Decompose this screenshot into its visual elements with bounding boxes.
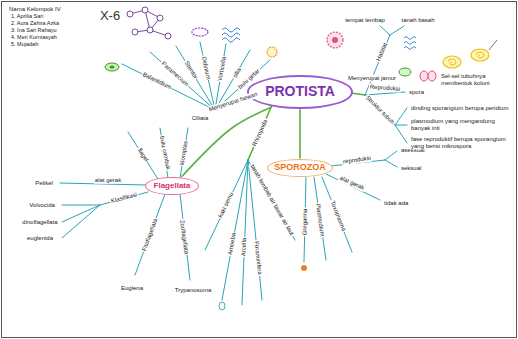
branch-label: X-6 xyxy=(99,9,121,23)
topic-text: PROTISTA xyxy=(265,84,335,99)
branch-connector xyxy=(182,107,272,176)
branch-label: Habitat xyxy=(375,41,389,63)
branch-label: fase reproduktif berupa sporangium yang … xyxy=(410,136,512,149)
main-branches xyxy=(215,92,365,160)
branch-label: Pelikel xyxy=(34,180,54,187)
branch-label: Amoeba xyxy=(227,231,238,256)
branch-label: kaki semu xyxy=(217,191,236,220)
branch-label: 5. Mujadah xyxy=(10,41,39,47)
branch-label: Menyerupai hewan xyxy=(207,91,259,114)
branch-label: Nama Kelompok IV xyxy=(8,6,62,13)
branch-connector xyxy=(299,110,301,158)
branch-label: Vorticella xyxy=(216,55,227,82)
branch-label: Ciliata xyxy=(191,115,210,122)
branch-label: alat gerak xyxy=(94,177,122,184)
branch-label: 2. Aura Zahira Azka xyxy=(10,20,60,26)
branch-label: spora xyxy=(408,89,425,96)
branch-label: tidak ada xyxy=(383,200,409,207)
branch-label: Paramecium xyxy=(160,60,191,89)
branch-label: flagel xyxy=(136,146,150,163)
branch-label: alat gerak xyxy=(338,174,367,192)
branch-label: Fitoflagellata xyxy=(141,217,160,253)
branch-label: Euglena xyxy=(120,285,144,292)
topic-bubble: Flagellata xyxy=(145,177,200,196)
branch-label: Volvocida xyxy=(28,202,56,209)
branch-label: tanah basah xyxy=(400,17,435,24)
branch-label: Plasmodium xyxy=(314,202,325,238)
branch-label: plasmodium yang mengandung banyak inti xyxy=(410,118,512,131)
branch-label: Toxoplasma xyxy=(329,199,348,233)
branch-label: Didinium xyxy=(200,55,212,81)
branch-label: euglenida xyxy=(26,235,54,242)
branch-label: Arcella xyxy=(240,237,247,258)
branch-label: dinding sporangium berupa peridium xyxy=(410,105,512,112)
branch-label: tempat lembap xyxy=(344,17,386,24)
branch-label: Klasifikasi xyxy=(109,191,138,205)
organism-sketches xyxy=(105,28,497,310)
branch-label: Gregarina xyxy=(301,208,308,237)
branch-label: Foraminifera xyxy=(253,240,263,276)
branch-label: 3. Ina Sari Rahayu xyxy=(10,27,58,33)
branch-label: Stentor xyxy=(183,59,200,81)
branch-label: Struktur tubuh xyxy=(364,94,397,127)
branch-label: Menyerupai jamur xyxy=(347,75,397,82)
branch-label: Rhizopoda xyxy=(251,118,270,149)
branch-label: Zooflagellata xyxy=(178,219,190,256)
topic-text: Flagellata xyxy=(154,182,191,191)
branch-label: 1. Aprilia Sari xyxy=(10,13,44,19)
branch-label: bulu cambuk xyxy=(158,135,171,172)
branch-label: tanah lembab air tawar air laut xyxy=(248,163,295,238)
branch-label: bulu getar xyxy=(236,67,262,91)
branch-label: Balantidium xyxy=(141,71,174,92)
network-sketch xyxy=(127,7,171,39)
branch-label: 4. Meri Kurniasyah xyxy=(10,34,58,40)
topic-text: SPOROZOA xyxy=(274,163,326,173)
branch-label: Trypanosoma xyxy=(174,287,212,294)
branch-label: Reproduksi xyxy=(369,84,402,93)
branch-label: Sel-sel tubuhnya membentuk koloni xyxy=(440,73,512,86)
branch-label: silia xyxy=(231,66,243,80)
branch-label: reproduksi xyxy=(342,155,373,166)
branch-label: aseksual xyxy=(400,147,426,154)
branch-label: dinoflagellata xyxy=(21,219,58,226)
topic-bubble: SPOROZOA xyxy=(267,159,333,177)
branch-label: seksual xyxy=(400,165,422,172)
sub-branches xyxy=(60,26,407,305)
topic-bubble: PROTISTA xyxy=(247,75,353,108)
branch-label: kloroplas xyxy=(179,140,190,167)
